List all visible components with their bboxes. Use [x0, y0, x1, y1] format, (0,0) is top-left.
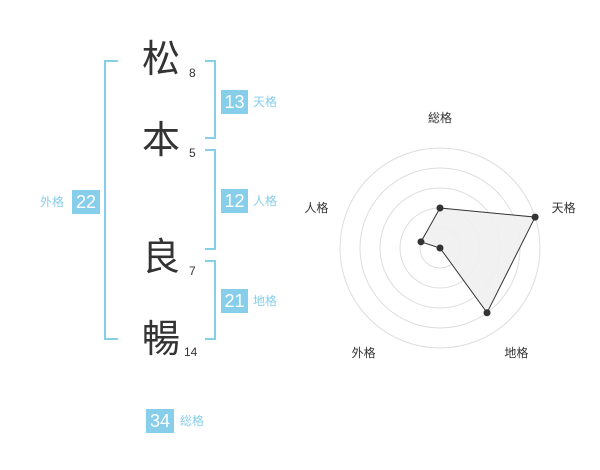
soukaku-value: 34	[146, 409, 174, 433]
jinkaku-label: 人格	[253, 194, 278, 208]
stroke-count-4: 14	[184, 345, 198, 359]
gaikaku-value: 22	[72, 190, 100, 214]
radar-axis-label-2: 天格	[552, 200, 576, 215]
jinkaku-value: 12	[221, 189, 248, 213]
tenkaku-value: 13	[221, 90, 248, 114]
gaikaku-label: 外格	[40, 195, 65, 209]
radar-point-3	[483, 309, 491, 317]
radar-point-2	[531, 213, 539, 221]
name-char-1: 松	[142, 37, 181, 81]
name-char-2: 本	[142, 118, 181, 162]
radar-axis-label-1: 総格	[428, 110, 452, 125]
stroke-count-3: 7	[189, 264, 196, 278]
radar-axis-label-4: 外格	[352, 345, 376, 360]
tenkaku-label: 天格	[253, 95, 278, 109]
name-char-4: 暢	[142, 317, 181, 361]
jinkaku-bracket	[205, 149, 216, 250]
stroke-count-1: 8	[189, 66, 196, 80]
chikaku-label: 地格	[253, 294, 278, 308]
gaikaku-bracket	[104, 60, 118, 340]
radar-ring-5	[339, 147, 541, 349]
stroke-count-2: 5	[189, 146, 196, 160]
chikaku-value: 21	[221, 289, 248, 313]
soukaku-label: 総格	[180, 414, 205, 428]
radar-point-4	[436, 244, 444, 252]
radar-axis-label-3: 地格	[504, 345, 528, 360]
chikaku-bracket	[205, 260, 216, 340]
tenkaku-bracket	[205, 60, 216, 139]
radar-point-5	[417, 238, 425, 246]
radar-axis-label-5: 人格	[304, 200, 328, 215]
radar-point-1	[436, 204, 444, 212]
name-char-3: 良	[142, 235, 181, 279]
radar-polygon	[420, 207, 536, 314]
